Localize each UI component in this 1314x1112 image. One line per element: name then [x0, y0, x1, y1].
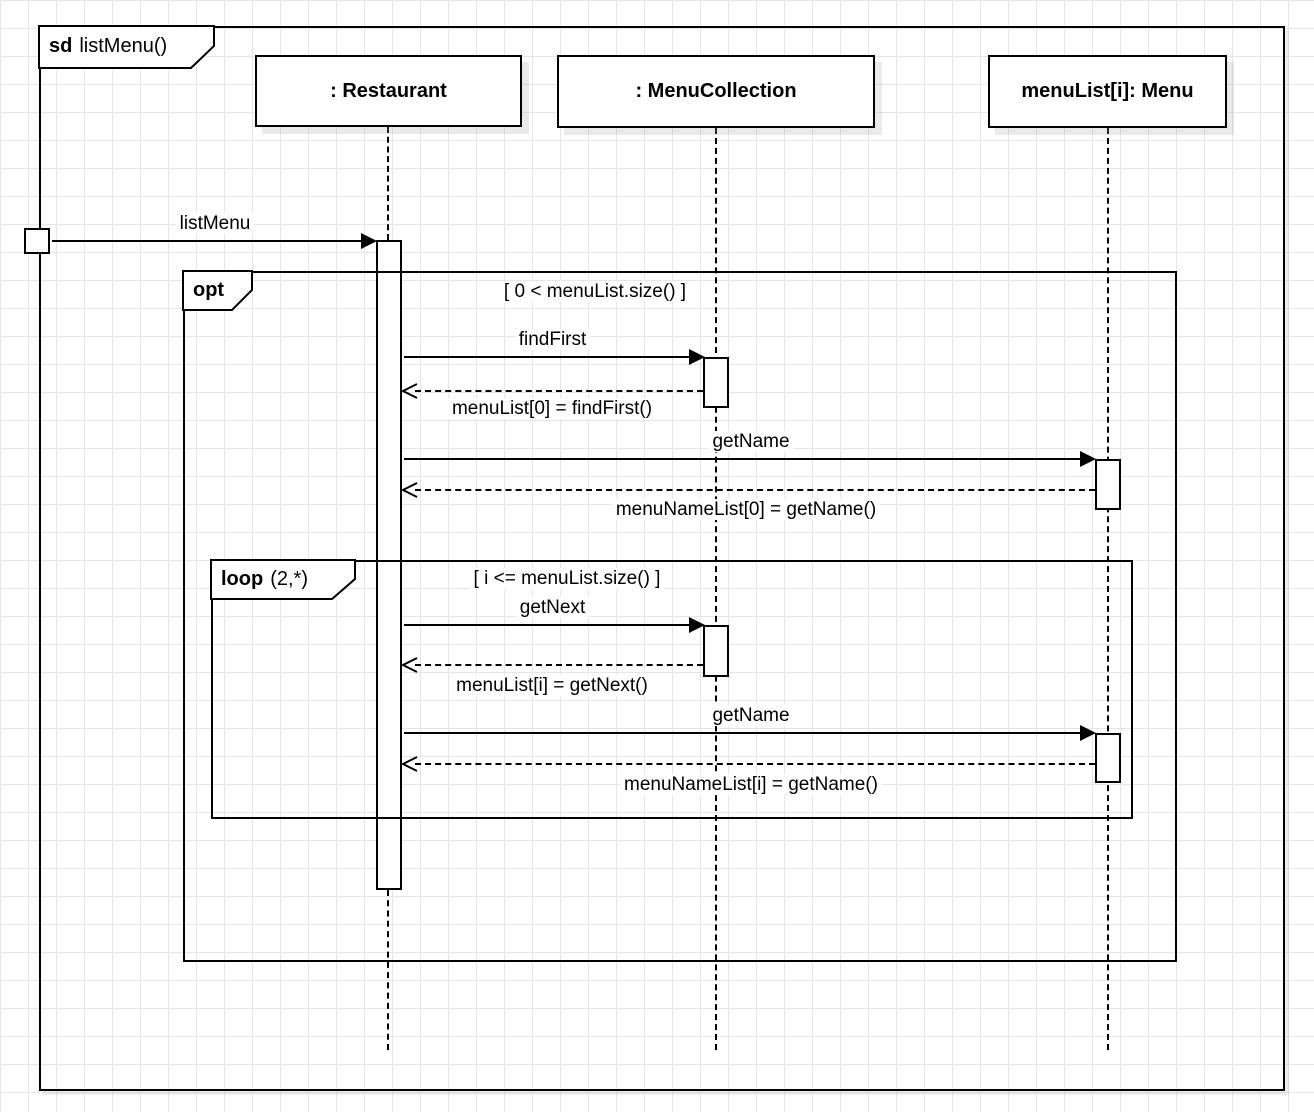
- lifeline-header-menucollection: : MenuCollection: [557, 55, 875, 128]
- message-return-getname2-line: [415, 763, 1095, 765]
- opt-keyword: opt: [193, 278, 225, 301]
- frame-name-pentagon: sd listMenu(): [38, 25, 216, 70]
- pentagon-shape: [182, 270, 253, 311]
- loop-operator-label: loop (2,*): [221, 559, 308, 599]
- loop-operator-pentagon: loop (2,*): [210, 559, 357, 601]
- filled-arrowhead-icon: [689, 349, 705, 365]
- lifeline-header-menu-label: menuList[i]: Menu: [1021, 80, 1194, 102]
- message-findfirst-label: findFirst: [430, 329, 675, 350]
- sequence-frame: [39, 26, 1285, 1091]
- lifeline-header-menucollection-label: : MenuCollection: [635, 80, 797, 102]
- filled-arrowhead-icon: [1080, 451, 1096, 467]
- opt-operator-pentagon: opt: [182, 270, 254, 312]
- message-return-getname2-label: menuNameList[i] = getName(): [585, 774, 917, 795]
- loop-parameter: (2,*): [270, 567, 309, 590]
- open-arrowhead-icon: [400, 657, 419, 678]
- message-getnext-label: getNext: [430, 597, 675, 618]
- message-return-getname1-line: [415, 489, 1095, 491]
- activation-menucollection-2: [703, 625, 729, 677]
- open-arrowhead-icon: [400, 482, 419, 503]
- frame-title: listMenu(): [79, 35, 168, 57]
- message-getname2-label: getName: [626, 705, 876, 726]
- loop-fragment: [211, 560, 1133, 819]
- message-getname2-line: [404, 732, 1081, 734]
- lifeline-restaurant-upper: [387, 127, 389, 240]
- lifeline-header-restaurant-label: : Restaurant: [330, 79, 447, 102]
- filled-arrowhead-icon: [361, 233, 377, 249]
- frame-label: sd listMenu(): [49, 25, 167, 68]
- message-return-getnext-label: menuList[i] = getNext(): [417, 675, 687, 696]
- lifeline-restaurant-lower: [387, 890, 389, 1050]
- message-return-getnext-line: [415, 664, 703, 666]
- message-listmenu-line: [52, 240, 362, 242]
- opt-guard: [ 0 < menuList.size() ]: [445, 281, 745, 302]
- loop-keyword: loop: [221, 567, 264, 590]
- filled-arrowhead-icon: [1080, 725, 1096, 741]
- lifeline-menucollection: [715, 128, 717, 1050]
- filled-arrowhead-icon: [689, 617, 705, 633]
- message-return-getname1-label: menuNameList[0] = getName(): [580, 499, 912, 520]
- activation-menucollection-1: [703, 357, 729, 408]
- activation-menu-2: [1095, 733, 1121, 783]
- lifeline-header-restaurant: : Restaurant: [255, 55, 522, 127]
- message-getname1-label: getName: [626, 431, 876, 452]
- lifeline-header-menu: menuList[i]: Menu: [988, 55, 1227, 128]
- activation-restaurant: [376, 240, 402, 890]
- found-message-square: [24, 228, 50, 254]
- message-getname1-line: [404, 458, 1081, 460]
- message-listmenu-label: listMenu: [90, 213, 340, 234]
- message-return-findfirst-label: menuList[0] = findFirst(): [417, 398, 687, 419]
- open-arrowhead-icon: [400, 383, 419, 404]
- message-getnext-line: [404, 624, 690, 626]
- pentagon-shape: [38, 25, 215, 69]
- pentagon-shape: [210, 559, 356, 600]
- message-return-findfirst-line: [415, 390, 703, 392]
- message-findfirst-line: [404, 356, 690, 358]
- open-arrowhead-icon: [400, 756, 419, 777]
- lifeline-menu: [1107, 128, 1109, 1050]
- opt-operator-label: opt: [193, 270, 224, 310]
- loop-guard: [ i <= menuList.size() ]: [417, 568, 717, 589]
- opt-fragment: [183, 271, 1177, 962]
- activation-menu-1: [1095, 459, 1121, 510]
- frame-keyword: sd: [49, 35, 73, 57]
